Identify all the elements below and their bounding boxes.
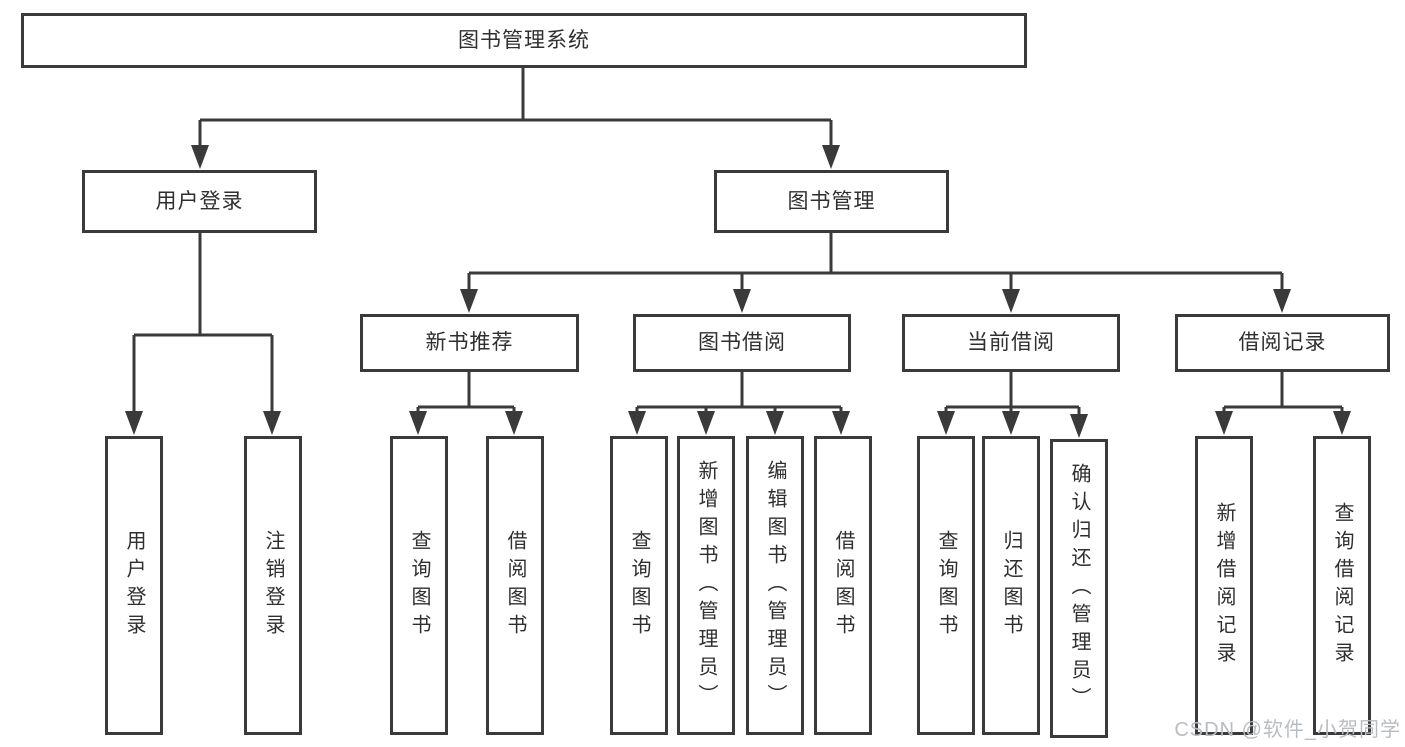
arrowhead-icon <box>1273 289 1291 313</box>
arrowhead-icon <box>1333 411 1351 435</box>
leaf-borrow-book-borrowing: 借阅图书 <box>814 436 872 735</box>
node-current-borrowing: 当前借阅 <box>902 314 1120 372</box>
leaf-user-login: 用户登录 <box>105 436 163 735</box>
node-root: 图书管理系统 <box>21 13 1027 68</box>
arrowhead-icon <box>1002 289 1020 313</box>
leaf-logout: 注销登录 <box>244 436 302 735</box>
arrowhead-icon <box>191 145 209 169</box>
arrowhead-icon <box>937 411 955 435</box>
leaf-query-book-current: 查询图书 <box>917 436 975 735</box>
arrowhead-icon <box>697 411 715 435</box>
leaf-add-borrow-record: 新增借阅记录 <box>1195 436 1253 735</box>
arrowhead-icon <box>125 411 143 435</box>
leaf-edit-book-admin: 编辑图书（管理员） <box>746 436 804 735</box>
arrowhead-icon <box>263 411 281 435</box>
arrowhead-icon <box>1002 411 1020 435</box>
arrowhead-icon <box>409 411 427 435</box>
arrowhead-icon <box>628 411 646 435</box>
arrowhead-icon <box>733 289 751 313</box>
leaf-borrow-book-recommend: 借阅图书 <box>486 436 544 735</box>
arrowhead-icon <box>766 411 784 435</box>
leaf-add-book-admin: 新增图书（管理员） <box>677 436 735 735</box>
arrowhead-icon <box>1215 411 1233 435</box>
leaf-query-borrow-record: 查询借阅记录 <box>1313 436 1371 735</box>
node-new-book-recommend: 新书推荐 <box>360 314 579 372</box>
leaf-return-book: 归还图书 <box>982 436 1040 735</box>
arrowhead-icon <box>1070 414 1088 438</box>
node-book-management: 图书管理 <box>714 170 949 233</box>
node-book-borrowing: 图书借阅 <box>633 314 851 372</box>
node-borrowing-records: 借阅记录 <box>1175 314 1390 372</box>
csdn-watermark: CSDN @软件_小贺同学 <box>1174 719 1401 741</box>
arrowhead-icon <box>832 411 850 435</box>
arrowhead-icon <box>822 145 840 169</box>
leaf-query-book-recommend: 查询图书 <box>390 436 448 735</box>
leaf-confirm-return-admin: 确认归还（管理员） <box>1050 439 1108 738</box>
node-user-login: 用户登录 <box>82 170 317 233</box>
arrowhead-icon <box>460 289 478 313</box>
arrowhead-icon <box>505 411 523 435</box>
leaf-query-book-borrowing: 查询图书 <box>610 436 668 735</box>
